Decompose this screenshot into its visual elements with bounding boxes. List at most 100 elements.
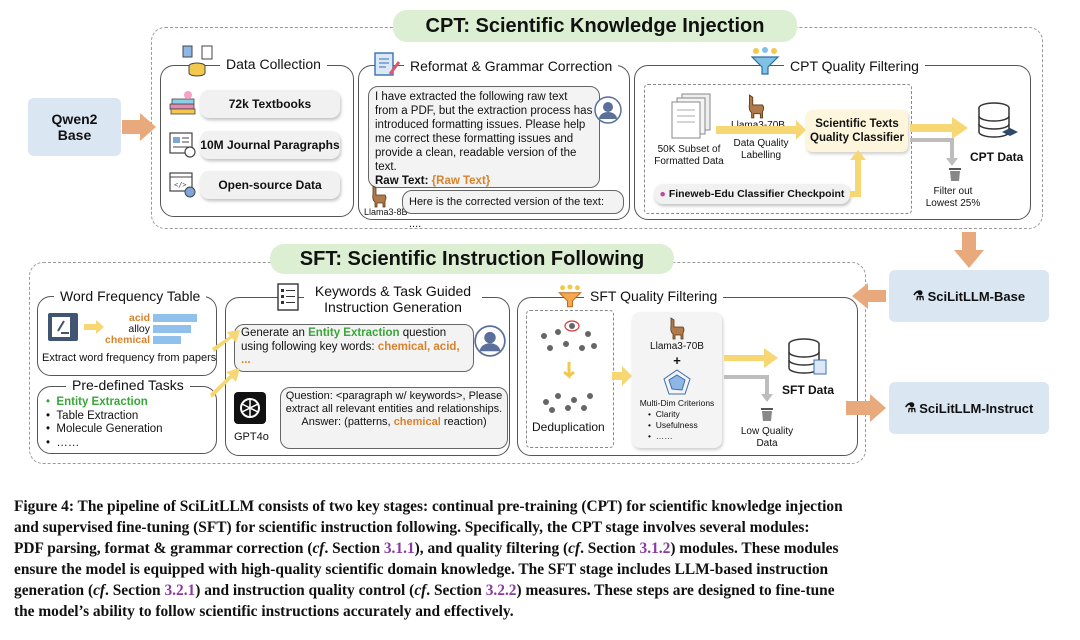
- caption-ref-322[interactable]: 3.2.2: [485, 582, 517, 599]
- arrow-sft-to-instruct: [846, 394, 886, 422]
- criteria-title: Multi-Dim Criterions: [639, 398, 715, 408]
- criterion-usefulness: • Usefulness: [648, 420, 698, 430]
- scilitllm-base-label: SciLitLLM-Base: [927, 288, 1026, 304]
- checkpoint-bullet-icon: ●: [659, 188, 666, 200]
- arrow-tasks-to-keywords: [210, 368, 240, 398]
- sft-llama-label: Llama3-70B: [650, 341, 704, 352]
- task-list: • Entity Extraction • Table Extraction •…: [46, 396, 163, 450]
- radar-chart-icon: [663, 369, 691, 395]
- freq-bar-chemical: [153, 336, 181, 344]
- word-alloy: alloy: [128, 323, 150, 335]
- llama-70b-icon: [748, 94, 765, 119]
- arrow-checkpoint-to-classifier: [850, 158, 861, 197]
- reformat-prompt-bubble: I have extracted the following raw text …: [368, 86, 600, 188]
- raw-text-label: Raw Text:: [375, 175, 432, 187]
- flow-arrows: [84, 113, 984, 422]
- task-item-entity: • Entity Extraction: [46, 396, 148, 408]
- gpt4o-logo-icon: [234, 392, 266, 424]
- gen-task: Entity Extraction: [308, 327, 400, 339]
- caption-ref-312[interactable]: 3.1.2: [639, 540, 671, 557]
- answer-question: Question: <paragraph w/ keywords>, Pleas…: [285, 390, 503, 415]
- arrow-paper-to-words: [84, 320, 104, 334]
- qwen2-base-label: Qwen2 Base: [51, 111, 98, 143]
- flask-icon: ⚗: [912, 288, 925, 303]
- llama3-8b-label: Llama3-8B: [364, 207, 408, 217]
- answer-keyword: chemical: [393, 416, 441, 428]
- task-item-molecule: • Molecule Generation: [46, 423, 163, 435]
- reformat-reply-bubble: Here is the corrected version of the tex…: [402, 190, 624, 230]
- arrow-cpt-to-base: [954, 232, 984, 268]
- plus-label: +: [673, 353, 681, 368]
- data-collection-title: Data Collection: [220, 56, 327, 72]
- checklist-icon: [277, 283, 299, 311]
- task-item-table: • Table Extraction: [46, 409, 139, 422]
- cpt-banner: CPT: Scientific Knowledge Injection: [393, 10, 797, 42]
- caption-line-1: Figure 4: The pipeline of SciLitLLM cons…: [14, 498, 843, 515]
- cpt-data-icon: [978, 102, 1018, 138]
- criterion-clarity: • Clarity: [648, 409, 680, 419]
- filter-out-label: Filter out Lowest 25%: [925, 186, 981, 209]
- answer-bubble: Question: <paragraph w/ keywords>, Pleas…: [280, 387, 508, 449]
- criteria-list: • Clarity • Usefulness • ……: [648, 409, 698, 442]
- answer-text-a: Answer: (patterns,: [301, 416, 394, 428]
- scilitllm-instruct-box: ⚗SciLitLLM-Instruct: [889, 382, 1049, 434]
- reformat-title: Reformat & Grammar Correction: [404, 58, 619, 74]
- gen-text-a: Generate an: [241, 327, 309, 339]
- freq-bar-alloy: [153, 325, 191, 333]
- arrow-docs-to-classifier: [716, 120, 806, 140]
- caption-line-5: generation (cf. Section 3.2.1) and instr…: [14, 582, 835, 599]
- arrow-criteria-to-trash: [724, 375, 769, 396]
- scilitllm-instruct-label: SciLitLLM-Instruct: [919, 400, 1034, 416]
- textbook-icon: [169, 91, 196, 115]
- caption-line-3: PDF parsing, format & grammar correction…: [14, 540, 839, 557]
- arrow-classifier-to-trash: [910, 138, 954, 160]
- sft-data-label: SFT Data: [782, 383, 835, 397]
- cpt-quality-title: CPT Quality Filtering: [784, 58, 925, 74]
- raw-text-value: {Raw Text}: [431, 175, 491, 187]
- llama-70b-icon-2: [670, 317, 685, 340]
- task-item-more: • ……: [46, 436, 80, 449]
- open-source-pill: Open-source Data: [200, 171, 340, 199]
- textbooks-pill: 72k Textbooks: [200, 90, 340, 118]
- llama-icon: [372, 185, 387, 208]
- funnel-icon: [750, 47, 780, 75]
- word-freq-caption: Extract word frequency from papers: [42, 352, 217, 364]
- sft-quality-title: SFT Quality Filtering: [584, 288, 724, 304]
- reformat-prompt-text: I have extracted the following raw text …: [375, 91, 593, 173]
- tasks-title: Pre-defined Tasks: [66, 377, 190, 393]
- qwen2-base-box: Qwen2 Base: [28, 98, 121, 156]
- document-edit-icon: [374, 52, 401, 76]
- cpt-quality-inner-dashed: [644, 84, 912, 214]
- sft-data-icon: [788, 338, 827, 375]
- paper-microscope-icon: [48, 313, 78, 341]
- dedup-label: Deduplication: [532, 420, 605, 434]
- arrow-wordfreq-to-keywords: [212, 330, 240, 352]
- caption-line-2: and supervised fine-tuning (SFT) for sci…: [14, 519, 810, 536]
- gen-keywords: chemical, acid, ...: [241, 340, 460, 367]
- open-source-icon: </>: [169, 172, 196, 198]
- database-icon: [182, 45, 213, 77]
- caption-ref-321[interactable]: 3.2.1: [164, 582, 196, 599]
- classifier-box: Scientific Texts Quality Classifier: [806, 110, 908, 152]
- trash-icon: [949, 168, 961, 181]
- caption-ref-311[interactable]: 3.1.1: [383, 540, 415, 557]
- word-freq-title: Word Frequency Table: [54, 288, 207, 304]
- flask-icon-2: ⚗: [904, 400, 917, 415]
- cpt-llama-label: Llama3-70B: [731, 120, 785, 131]
- figure-caption: Figure 4: The pipeline of SciLitLLM cons…: [14, 496, 1074, 622]
- user-avatar-icon-2: [474, 325, 506, 357]
- funnel-icon-2: [558, 284, 582, 308]
- arrow-dedup-to-criteria: [612, 366, 632, 386]
- answer-text-b: reaction): [440, 416, 487, 428]
- labelling-label: Data Quality Labelling: [733, 138, 789, 161]
- classifier-label: Scientific Texts Quality Classifier: [810, 118, 904, 144]
- subset-label: 50K Subset of Formatted Data: [654, 144, 724, 167]
- keywords-title: Keywords & Task Guided Instruction Gener…: [304, 283, 482, 315]
- sft-banner: SFT: Scientific Instruction Following: [270, 244, 674, 274]
- trash-icon-2: [761, 408, 773, 421]
- criterion-more: • ……: [648, 431, 673, 441]
- journal-icon: [169, 132, 196, 158]
- checkpoint-label: Fineweb-Edu Classifier Checkpoint: [668, 188, 845, 200]
- fineweb-checkpoint-pill: ● Fineweb-Edu Classifier Checkpoint: [654, 184, 850, 204]
- arrow-base-to-sft: [852, 283, 886, 309]
